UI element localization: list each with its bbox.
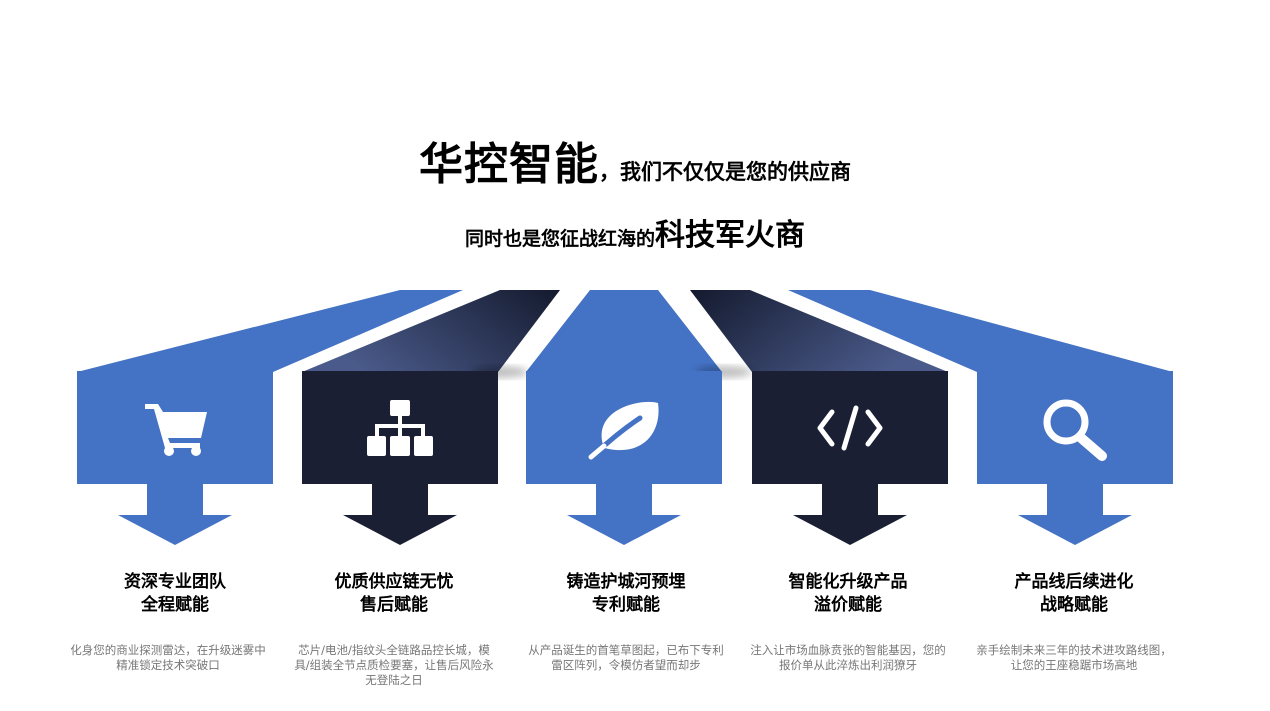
fold-3 [526,290,722,372]
card-title-2: 优质供应链无忧 售后赋能 [284,571,504,617]
subline-lead: 同时也是您征战红海的 [464,228,655,250]
arrow-2 [343,484,457,545]
card-title-3: 铸造护城河预埋 专利赋能 [516,571,736,617]
arrow-3 [567,484,681,545]
leaf-icon [588,401,659,460]
card-title-2-line1: 优质供应链无忧 [334,572,454,592]
shopping-cart-icon [145,404,207,456]
card-title-1-line1: 资深专业团队 [124,572,226,592]
org-chart-icon [367,400,433,456]
arrow-5 [1018,484,1132,545]
card-title-4: 智能化升级产品 溢价赋能 [738,571,958,617]
fold-5 [788,290,1173,372]
card-title-2-line2: 售后赋能 [360,595,428,615]
card-title-1-line2: 全程赋能 [141,595,209,615]
card-desc-5: 亲手绘制未来三年的技术进攻路线图，让您的王座稳踞市场高地 [976,643,1172,672]
card-title-1: 资深专业团队 全程赋能 [65,571,285,617]
subline: 同时也是您征战红海的科技军火商 [0,210,1270,254]
headline-tail: ，我们不仅仅是您的供应商 [599,160,851,184]
code-icon [817,405,883,451]
card-title-4-line1: 智能化升级产品 [788,572,908,592]
fold-4 [690,290,948,372]
subline-emphasis: 科技军火商 [655,218,805,253]
card-body-5 [977,371,1173,484]
fold-2 [302,290,560,372]
card-title-4-line2: 溢价赋能 [814,595,882,615]
card-title-5-line1: 产品线后续进化 [1014,572,1134,592]
brand-name: 华控智能 [419,139,599,190]
card-desc-1: 化身您的商业探测雷达，在升级迷雾中精准锁定技术突破口 [70,643,266,672]
card-desc-3: 从产品诞生的首笔草图起，已布下专利雷区阵列，令模仿者望而却步 [528,643,724,672]
search-icon [1043,399,1107,461]
card-title-5-line2: 战略赋能 [1040,595,1108,615]
card-desc-4: 注入让市场血脉贲张的智能基因，您的报价单从此淬炼出利润獠牙 [750,643,946,672]
card-title-5: 产品线后续进化 战略赋能 [964,571,1184,617]
arrow-4 [793,484,907,545]
headline: 华控智能，我们不仅仅是您的供应商 [0,128,1270,192]
fold-1 [77,290,463,372]
arrow-1 [118,484,232,545]
card-title-3-line2: 专利赋能 [592,595,660,615]
card-desc-2: 芯片/电池/指纹头全链路品控长城，模具/组装全节点质检要塞，让售后风险永无登陆之… [294,643,494,687]
card-title-3-line1: 铸造护城河预埋 [566,572,686,592]
